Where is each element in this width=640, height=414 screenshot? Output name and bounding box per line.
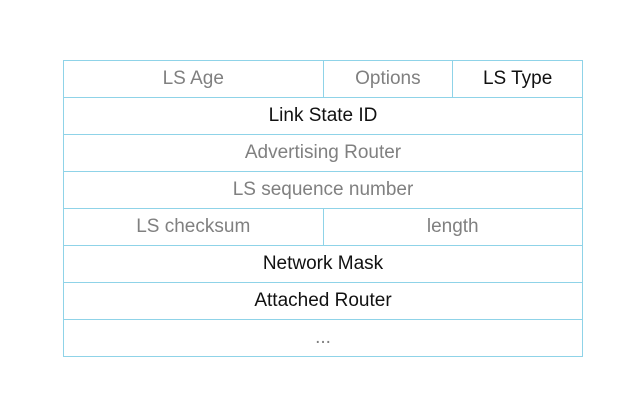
- row-ls-sequence-number: LS sequence number: [64, 172, 583, 209]
- field-link-state-id: Link State ID: [64, 98, 583, 135]
- field-length: length: [323, 209, 583, 246]
- field-ls-age: LS Age: [64, 61, 324, 98]
- field-ellipsis: ...: [64, 320, 583, 357]
- lsa-packet-format-diagram: LS Age Options LS Type Link State ID Adv…: [63, 60, 583, 357]
- field-ls-checksum: LS checksum: [64, 209, 324, 246]
- row-advertising-router: Advertising Router: [64, 135, 583, 172]
- row-header: LS Age Options LS Type: [64, 61, 583, 98]
- field-ls-type: LS Type: [453, 61, 583, 98]
- row-network-mask: Network Mask: [64, 246, 583, 283]
- field-ls-sequence-number: LS sequence number: [64, 172, 583, 209]
- field-network-mask: Network Mask: [64, 246, 583, 283]
- row-ellipsis: ...: [64, 320, 583, 357]
- row-attached-router: Attached Router: [64, 283, 583, 320]
- row-checksum-length: LS checksum length: [64, 209, 583, 246]
- field-advertising-router: Advertising Router: [64, 135, 583, 172]
- field-attached-router: Attached Router: [64, 283, 583, 320]
- row-link-state-id: Link State ID: [64, 98, 583, 135]
- field-options: Options: [323, 61, 454, 98]
